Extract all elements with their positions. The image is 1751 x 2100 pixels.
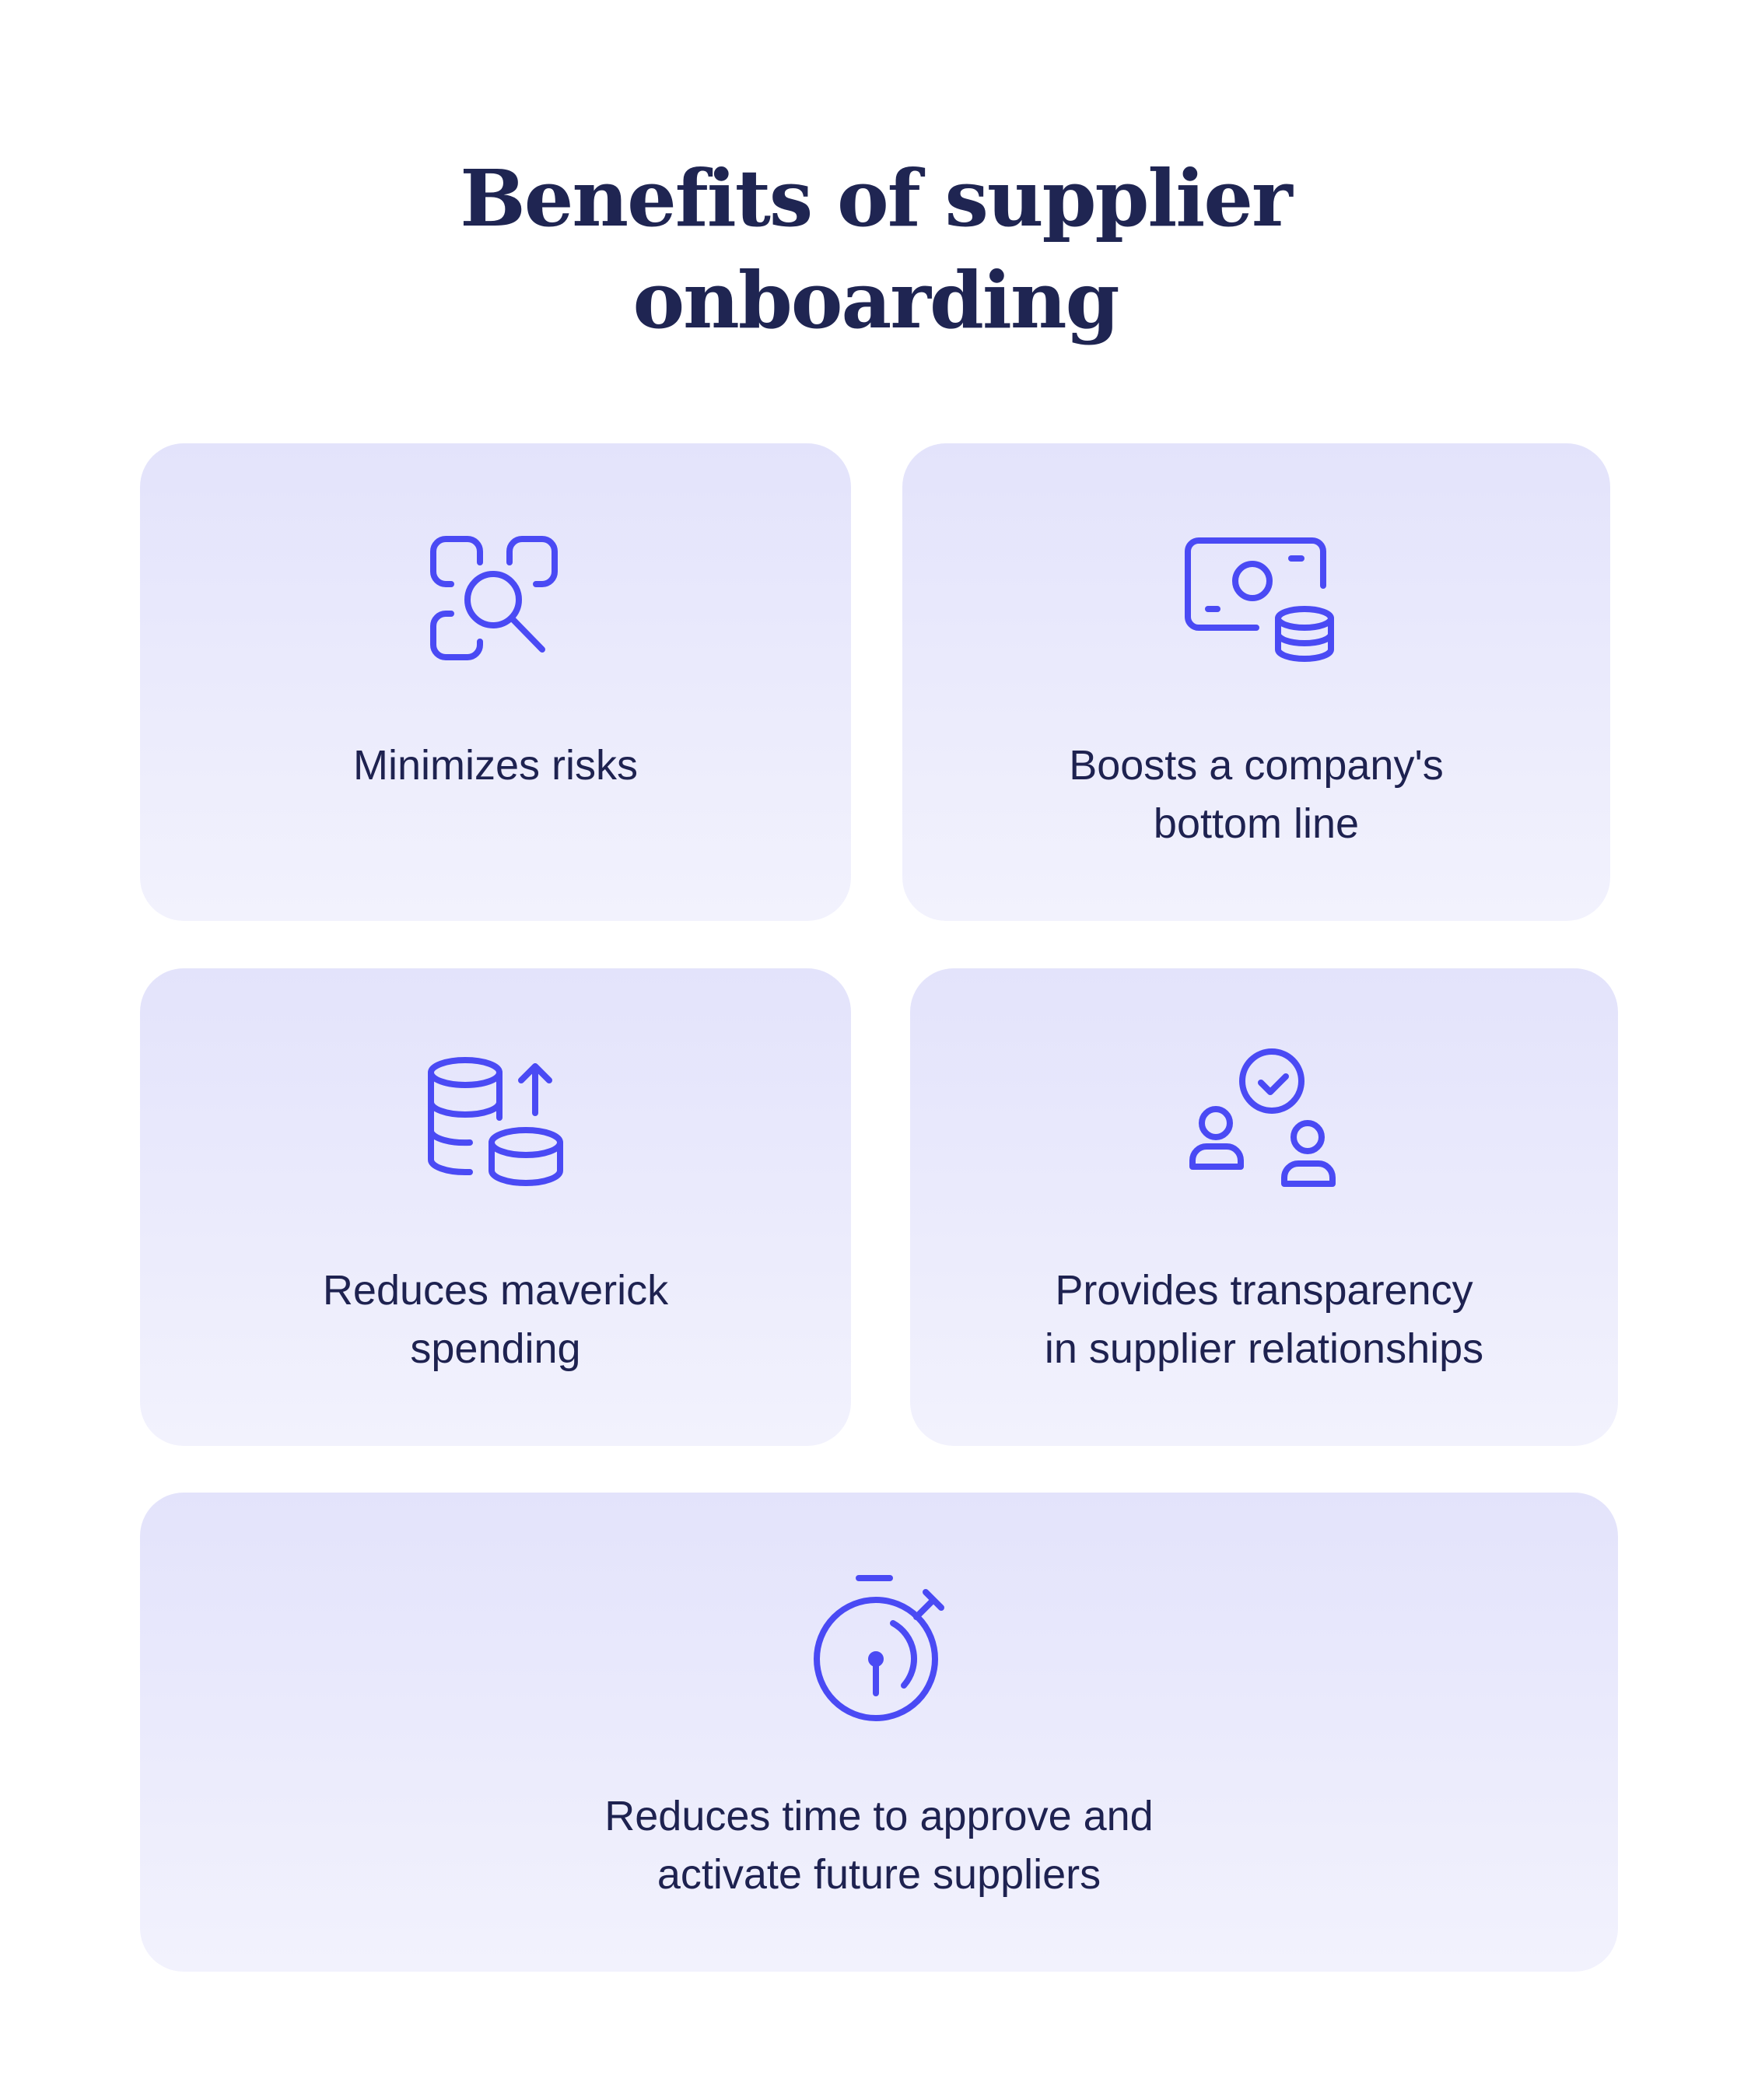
benefit-card-maverick-spending: Reduces maverick spending xyxy=(140,968,851,1446)
stopwatch-icon xyxy=(812,1572,946,1723)
title-line-1: Benefits of supplier xyxy=(460,152,1292,244)
benefit-label: Reduces time to approve and activate fut… xyxy=(604,1793,1154,1898)
benefit-label: Provides transparency in supplier relati… xyxy=(1044,1267,1484,1372)
benefit-label: Boosts a company's bottom line xyxy=(1069,742,1444,847)
page-title: Benefits of supplier onboarding xyxy=(0,148,1751,352)
benefit-label: Minimizes risks xyxy=(352,742,638,789)
title-line-2: onboarding xyxy=(632,254,1119,346)
scan-search-icon xyxy=(425,531,566,665)
coin-stack-up-arrow-icon xyxy=(425,1054,566,1189)
benefit-label: Reduces maverick spending xyxy=(322,1267,669,1372)
users-check-icon xyxy=(1186,1048,1342,1196)
benefit-card-bottom-line: Boosts a company's bottom line xyxy=(902,443,1610,921)
benefit-card-transparency: Provides transparency in supplier relati… xyxy=(910,968,1618,1446)
benefit-card-approval-time: Reduces time to approve and activate fut… xyxy=(140,1493,1618,1972)
money-coins-icon xyxy=(1178,531,1334,670)
benefit-card-minimizes-risks: Minimizes risks xyxy=(140,443,851,921)
